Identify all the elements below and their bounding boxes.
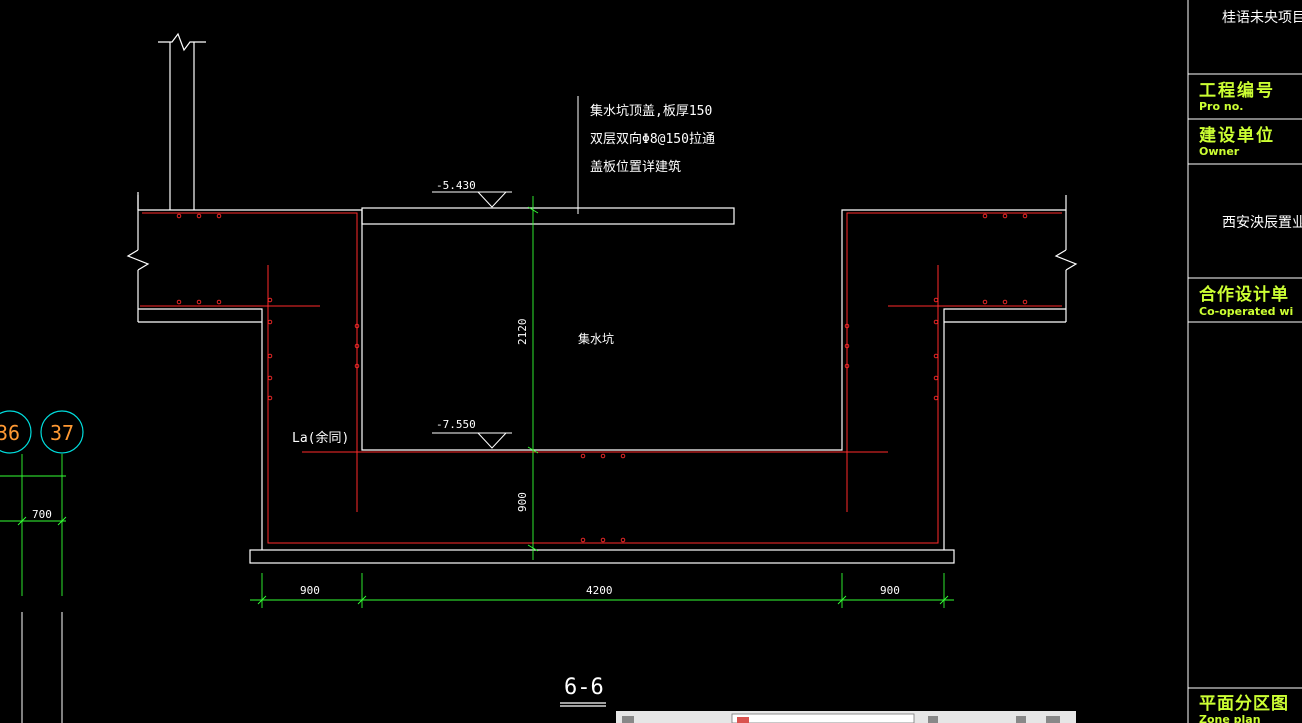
axis-dim-label: 700	[32, 508, 52, 521]
rebar-dot	[982, 213, 988, 219]
rebar-dot	[216, 299, 222, 305]
window-icon[interactable]	[1016, 716, 1026, 723]
rebar-dot	[267, 297, 273, 303]
rebar-dot	[933, 353, 939, 359]
rebar-dot	[176, 299, 182, 305]
rebar-dots	[176, 213, 1028, 543]
rebar-dot	[844, 343, 850, 349]
title-block-frame	[1187, 0, 1302, 723]
section-underline	[560, 702, 606, 707]
rebar-dot	[620, 537, 626, 543]
rebar-dot	[933, 395, 939, 401]
coop-en: Co-operated wi	[1199, 305, 1293, 318]
rebar-dot	[933, 375, 939, 381]
layer-dropdown[interactable]	[731, 713, 915, 723]
concrete-outline	[126, 32, 1078, 564]
axis-bubbles	[0, 410, 84, 454]
rebar-dot	[354, 343, 360, 349]
rebar-dot	[1022, 299, 1028, 305]
dim-depth-label: 2120	[516, 319, 529, 346]
elevation-symbols	[432, 191, 512, 449]
layout-icon[interactable]	[622, 716, 634, 723]
annotation-line-3: 盖板位置详建筑	[590, 159, 681, 175]
rebar-dot	[196, 299, 202, 305]
owner-name: 西安泱辰置业	[1222, 215, 1302, 231]
rebar-dot	[580, 537, 586, 543]
rebar-dot	[620, 453, 626, 459]
rebar-dot	[354, 363, 360, 369]
dim-slab-label: 900	[516, 492, 529, 512]
layer-color-swatch	[737, 717, 749, 723]
rebar-dot	[267, 375, 273, 381]
pit-label: 集水坑	[578, 331, 614, 346]
rebar-dot	[600, 453, 606, 459]
rebar-dot	[933, 297, 939, 303]
rebar-dot	[844, 363, 850, 369]
owner-cn: 建设单位	[1199, 125, 1275, 146]
rebar-dot	[933, 319, 939, 325]
pro-no-cn: 工程编号	[1199, 80, 1275, 101]
rebar-dot	[267, 395, 273, 401]
axis-lines-lower	[21, 612, 63, 723]
rebar-dot	[1022, 213, 1028, 219]
rebar-dot	[267, 319, 273, 325]
rebar-dot	[1002, 299, 1008, 305]
dim-center-label: 4200	[586, 584, 613, 597]
rebar-dot	[267, 353, 273, 359]
rebar-dot	[982, 299, 988, 305]
zone-en: Zone plan	[1199, 713, 1261, 723]
rebar-dot	[600, 537, 606, 543]
dim-left-label: 900	[300, 584, 320, 597]
zone-cn: 平面分区图	[1199, 694, 1289, 714]
rebar-dot	[196, 213, 202, 219]
owner-en: Owner	[1199, 145, 1240, 158]
elevation-bottom-label: -7.550	[436, 418, 476, 431]
axis-bubble-36-label: 36	[0, 421, 20, 445]
project-name: 桂语未央项目	[1222, 10, 1302, 26]
section-title: 6-6	[564, 675, 604, 700]
settings-icon[interactable]	[1046, 716, 1060, 723]
rebar-lines	[140, 212, 1062, 544]
pencil-icon[interactable]	[928, 716, 938, 723]
dim-right-label: 900	[880, 584, 900, 597]
rebar-dot	[216, 213, 222, 219]
elevation-top-label: -5.430	[436, 179, 476, 192]
rebar-dot	[1002, 213, 1008, 219]
rebar-dot	[580, 453, 586, 459]
annotation-line-1: 集水坑顶盖,板厚150	[590, 103, 712, 119]
axis-bubble-37-label: 37	[50, 421, 74, 445]
dimension-lines	[0, 196, 954, 608]
bottom-toolbar[interactable]	[616, 711, 1076, 723]
rebar-dot	[844, 323, 850, 329]
annotation-line-2: 双层双向Φ8@150拉通	[590, 131, 715, 147]
rebar-dot	[176, 213, 182, 219]
pro-no-en: Pro no.	[1199, 100, 1243, 113]
coop-cn: 合作设计单	[1199, 284, 1289, 305]
rebar-dot	[354, 323, 360, 329]
la-label: La(余同)	[292, 430, 349, 446]
